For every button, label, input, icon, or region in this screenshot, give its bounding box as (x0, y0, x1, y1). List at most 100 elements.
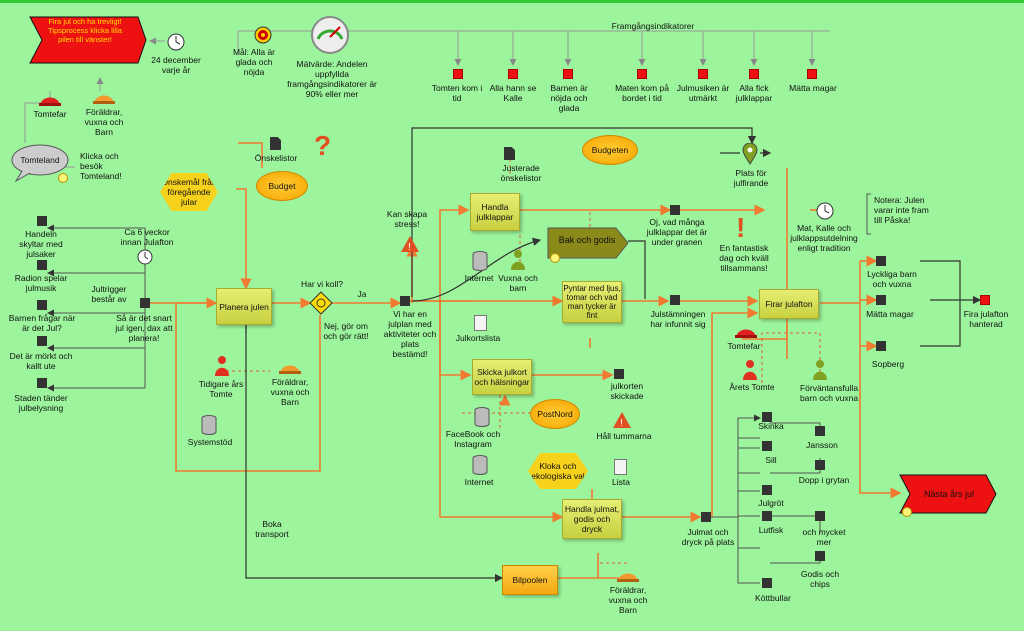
indicator-label: Alla hann se Kalle (489, 83, 537, 103)
question-icon: ? (312, 130, 332, 164)
tomteland-note: Klicka och besök Tomteland! (80, 151, 122, 181)
indicator-marker (807, 69, 817, 79)
adjusted-wishlists-label: Justerade önskelistor (500, 163, 542, 183)
subprocess-link-icon[interactable] (550, 253, 560, 263)
many-gifts-event (670, 205, 680, 215)
plan-done-event (400, 296, 410, 306)
database-icon (201, 415, 217, 440)
cards-sent-label: julkorten skickade (610, 381, 644, 401)
food-item-marker (762, 578, 772, 588)
svg-text:!: ! (736, 213, 745, 241)
control-question: Har vi koll? (300, 279, 344, 289)
food-label: Lutfisk (758, 525, 784, 535)
food-label: Sill (765, 455, 777, 465)
tradition-label: Mat, Kalle och julklappsutdelning enligt… (790, 223, 858, 253)
note-text: Notera: Julen varar inte fram till Påska… (874, 195, 929, 225)
food-label: och mycket mer (802, 527, 846, 547)
internet-label: Internet (464, 273, 494, 283)
santa-of-year-label: Årets Tomte (729, 382, 775, 392)
trigger-event (37, 378, 47, 388)
tomtefar-label-right: Tomtefar (727, 341, 761, 351)
buy-food-process[interactable]: Handla julmat, godis och dryck (562, 499, 622, 539)
trigger-note: Jultrigger består av (91, 284, 127, 304)
mood-label: Julstämningen har infunnit sig (650, 309, 706, 329)
send-cards-process[interactable]: Skicka julkort och hälsningar (472, 359, 532, 395)
start-plan-event (140, 298, 150, 308)
gauge-icon (310, 15, 350, 60)
indicator-label: Tomten kom i tid (431, 83, 483, 103)
database-icon (472, 251, 488, 276)
outcome-event (876, 341, 886, 351)
note-bracket (866, 193, 872, 240)
goal-target-icon (254, 26, 272, 49)
clock-icon (167, 33, 185, 56)
trigger-label: Radion spelar julmusik (14, 273, 68, 293)
indicator-marker (749, 69, 759, 79)
trigger-label: Staden tänder julbelysning (14, 393, 68, 413)
database-icon (472, 455, 488, 480)
indicator-label: Barnen är nöjda och glada (550, 83, 588, 113)
mood-event (670, 295, 680, 305)
food-item-marker (815, 460, 825, 470)
buy-gifts-process[interactable]: Handla julklappar (470, 193, 520, 231)
time-to-plan-label: Så är det snart jul igen, dax att planer… (115, 313, 173, 343)
facebook-label: FaceBook och Instagram (445, 429, 501, 449)
adults-kids-label: Vuxna och barn (498, 273, 538, 293)
tomtefar-label-top: Tomtefar (33, 109, 67, 119)
system-label: Systemstöd (187, 437, 233, 447)
santa-person-icon (214, 355, 230, 382)
date-label: 24 december varje år (151, 55, 201, 75)
handled-label: Fira julafton hanterad (963, 309, 1009, 329)
tomteland-bubble[interactable] (10, 143, 72, 188)
bake-label: Bak och godis (558, 235, 616, 245)
bake-subprocess[interactable] (546, 226, 630, 265)
celebrate-process[interactable]: Firar julafton (759, 289, 819, 319)
carpool-process[interactable]: Bilpoolen (502, 565, 558, 595)
person-olive-icon (510, 249, 526, 276)
hat-orange-icon (92, 91, 116, 110)
trigger-event (37, 216, 47, 226)
wishlists-label: Önskelistor (254, 153, 298, 163)
eco-hex: Kloka och ekologiska val (528, 453, 588, 489)
budget-bubble: Budget (256, 171, 308, 201)
food-label: Jansson (806, 440, 838, 450)
internet2-label: Internet (464, 477, 494, 487)
trigger-event (37, 300, 47, 310)
indicator-marker (698, 69, 708, 79)
full-label: Mätta magar (866, 309, 914, 319)
exclamation-icon: ! (736, 212, 750, 246)
decorate-process[interactable]: Pyntar med ljus, tomar och vad man tycke… (562, 281, 622, 323)
person-olive-icon (812, 359, 828, 386)
hat-orange-icon (278, 361, 302, 380)
info-icon[interactable] (58, 173, 68, 183)
indicators-title: Framgångsindikatorer (611, 21, 695, 31)
no-label: Nej, gör om och gör rätt! (323, 321, 369, 341)
trigger-label: Handeln skyltar med julsaker (19, 229, 63, 259)
clock-icon (816, 202, 834, 225)
start-event-banner[interactable] (28, 15, 148, 65)
indicator-label: Maten kom på bordet i tid (615, 83, 669, 103)
timer-icon (137, 249, 153, 270)
santa-hat-icon (734, 325, 758, 344)
parents3-label: Föräldrar, vuxna och Barn (608, 585, 648, 615)
decision-gateway (309, 291, 333, 320)
book-transport-label: Boka transport (255, 519, 289, 539)
postnord-bubble: PostNord (530, 399, 580, 429)
indicator-label: Julmusiken är utmärkt (676, 83, 730, 103)
adjusted-wishlists-icon (504, 147, 515, 160)
measure-text: Mätvärde: Andelen uppfyllda framgångsind… (287, 59, 377, 99)
hat-orange-icon (616, 569, 640, 588)
indicator-label: Mätta magar (789, 83, 837, 93)
budget2-bubble: Budgeten (582, 135, 638, 165)
trigger-event (37, 260, 47, 270)
food-label: Godis och chips (800, 569, 840, 589)
next-year-link-icon[interactable] (902, 507, 912, 517)
outcome-event (876, 256, 886, 266)
parents-label-top: Föräldrar, vuxna och Barn (84, 107, 124, 137)
next-year-banner[interactable] (898, 473, 998, 520)
svg-text:?: ? (314, 131, 331, 159)
indicator-label: Alla fick julklappar (735, 83, 773, 103)
plan-process[interactable]: Planera julen (216, 288, 272, 325)
wishes-prev-hex: Önskemål från föregående jular (160, 173, 218, 211)
